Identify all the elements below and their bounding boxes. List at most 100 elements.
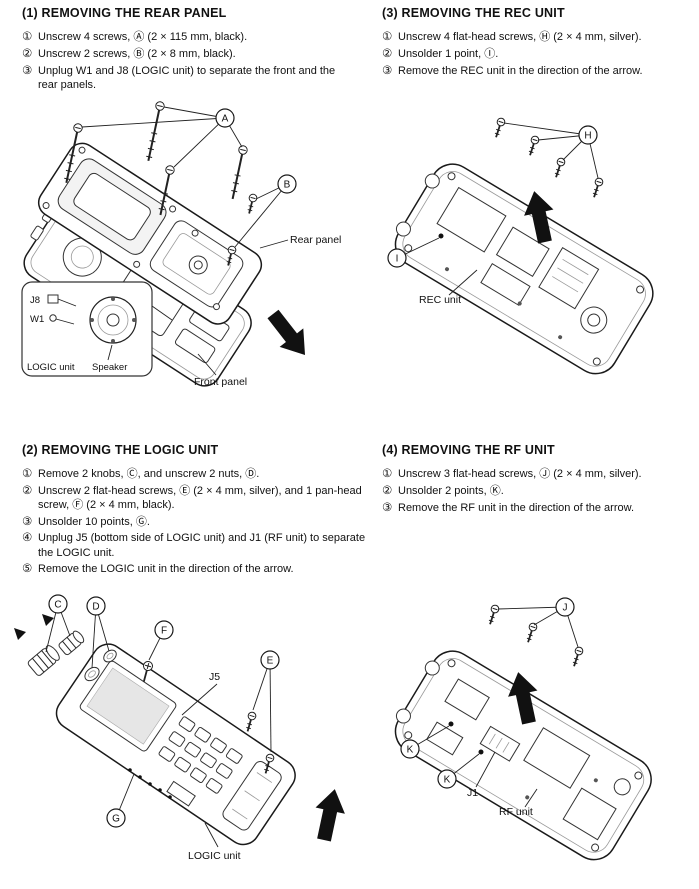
callout-k: K: [400, 739, 420, 759]
knob-icon: [58, 630, 85, 656]
callout-i: I: [387, 248, 407, 268]
removal-arrow-icon: [267, 309, 306, 355]
section-2-title: (2) REMOVING THE LOGIC UNIT: [22, 443, 219, 457]
svg-text:F: F: [161, 626, 167, 637]
screw-icon: [247, 193, 258, 214]
step-text: Remove 2 knobs, Ⓒ, and unscrew 2 nuts, Ⓓ…: [38, 468, 260, 480]
callout-c: C: [48, 594, 68, 614]
step-text: Unsolder 10 points, Ⓖ.: [38, 515, 150, 528]
step-text: Unsolder 1 point, Ⓘ.: [398, 47, 499, 60]
screw-icon: [488, 604, 500, 625]
step-number: ①: [22, 31, 33, 43]
solder-points: [128, 768, 172, 799]
step-number: ③: [22, 515, 33, 528]
step-2-4: ④ Unplug J5 (bottom side of LOGIC unit) …: [22, 531, 370, 560]
figure-logic-unit: C D F E G J5 LOGIC unit: [14, 594, 345, 862]
step-2-5: ⑤ Remove the LOGIC unit in the direction…: [22, 562, 370, 577]
j8-label: J8: [30, 295, 40, 306]
step-text: Unscrew 3 flat-head screws, Ⓙ (2 × 4 mm,…: [398, 468, 642, 480]
screw-icon: [231, 145, 248, 200]
step-text: Unsolder 2 points, Ⓚ.: [398, 484, 504, 497]
pull-arrow-icon: [14, 628, 26, 640]
screw-icon: [494, 117, 506, 138]
step-1-3: ③ Unplug W1 and J8 (LOGIC unit) to separ…: [22, 64, 352, 93]
step-number: ②: [22, 484, 33, 497]
w1-wire-icon: [49, 314, 57, 322]
step-3-1: ① Unscrew 4 flat-head screws, Ⓗ (2 × 4 m…: [382, 30, 687, 45]
svg-text:A: A: [222, 114, 229, 125]
step-number: ①: [22, 468, 33, 480]
logic-unit-label: LOGIC unit: [188, 850, 241, 862]
step-text: Unscrew 2 flat-head screws, Ⓔ (2 × 4 mm,…: [38, 484, 362, 512]
step-text: Unscrew 2 screws, Ⓑ (2 × 8 mm, black).: [38, 47, 236, 60]
step-text: Remove the LOGIC unit in the direction o…: [38, 563, 294, 576]
callout-f: F: [154, 620, 174, 640]
section-4-rf-unit: (4) REMOVING THE RF UNIT ① Unscrew 3 fla…: [382, 443, 687, 518]
callout-j: J: [555, 597, 575, 617]
removal-arrow-icon: [315, 789, 345, 842]
svg-text:J: J: [563, 603, 568, 614]
solder-point: [438, 233, 444, 239]
screw-icon: [526, 622, 538, 643]
speaker-label: Speaker: [92, 362, 127, 373]
step-4-1: ① Unscrew 3 flat-head screws, Ⓙ (2 × 4 m…: [382, 467, 687, 482]
logic-unit-drawing: [55, 643, 296, 846]
removal-arrow-icon: [524, 191, 554, 244]
step-number: ①: [382, 468, 393, 480]
rear-panel-drawing: [37, 142, 263, 325]
step-3-3: ③ Remove the REC unit in the direction o…: [382, 64, 687, 79]
step-2-3: ③ Unsolder 10 points, Ⓖ.: [22, 515, 370, 530]
step-text: Unplug J5 (bottom side of LOGIC unit) an…: [38, 532, 366, 559]
screw-icon: [246, 711, 257, 732]
step-text: Unscrew 4 screws, Ⓐ (2 × 115 mm, black).: [38, 31, 248, 43]
step-number: ③: [382, 501, 393, 514]
callout-k: K: [437, 769, 457, 789]
step-1-2: ② Unscrew 2 screws, Ⓑ (2 × 8 mm, black).: [22, 47, 352, 62]
svg-text:H: H: [584, 131, 591, 142]
front-panel-label: Front panel: [194, 376, 247, 388]
figure-rear-panel: A B Rear panel Front panel: [21, 101, 341, 388]
logic-unit-label: LOGIC unit: [27, 362, 75, 373]
step-number: ②: [382, 484, 393, 497]
svg-text:K: K: [407, 745, 414, 756]
step-text: Remove the REC unit in the direction of …: [398, 64, 643, 77]
step-text: Unplug W1 and J8 (LOGIC unit) to separat…: [38, 64, 336, 92]
nut-icon: [103, 649, 117, 663]
screw-icon: [146, 101, 165, 161]
solder-point: [448, 721, 454, 727]
solder-point: [478, 749, 484, 755]
svg-text:G: G: [112, 814, 120, 825]
callout-d: D: [86, 596, 106, 616]
callout-g: G: [106, 808, 126, 828]
nut-icon: [84, 666, 100, 682]
callout-a: A: [215, 108, 235, 128]
screw-icon: [554, 157, 566, 178]
svg-text:I: I: [396, 254, 399, 265]
figure-rf-unit: J K K J1 RF unit: [394, 597, 652, 861]
rf-chassis-drawing: [394, 650, 652, 861]
screw-icon: [226, 245, 237, 266]
step-number: ③: [382, 64, 393, 77]
screw-icon: [142, 661, 153, 682]
step-3-2: ② Unsolder 1 point, Ⓘ.: [382, 47, 687, 62]
svg-text:B: B: [284, 180, 291, 191]
callout-e: E: [260, 650, 280, 670]
j1-label: J1: [467, 787, 478, 799]
step-1-1: ① Unscrew 4 screws, Ⓐ (2 × 115 mm, black…: [22, 30, 352, 45]
screw-icon: [572, 646, 584, 667]
screw-icon: [528, 135, 540, 156]
screw-icon: [158, 165, 175, 216]
step-2-1: ① Remove 2 knobs, Ⓒ, and unscrew 2 nuts,…: [22, 467, 370, 482]
svg-text:E: E: [267, 656, 274, 667]
j5-label: J5: [209, 671, 220, 683]
step-2-2: ② Unscrew 2 flat-head screws, Ⓔ (2 × 4 m…: [22, 484, 370, 513]
step-number: ②: [382, 47, 393, 60]
section-2-logic-unit: (2) REMOVING THE LOGIC UNIT ① Remove 2 k…: [22, 443, 370, 579]
j8-connector-icon: [47, 294, 59, 304]
removal-arrow-icon: [508, 672, 538, 725]
rec-unit-label: REC unit: [419, 294, 461, 306]
step-4-2: ② Unsolder 2 points, Ⓚ.: [382, 484, 687, 499]
step-number: ②: [22, 47, 33, 60]
step-text: Unscrew 4 flat-head screws, Ⓗ (2 × 4 mm,…: [398, 31, 642, 43]
